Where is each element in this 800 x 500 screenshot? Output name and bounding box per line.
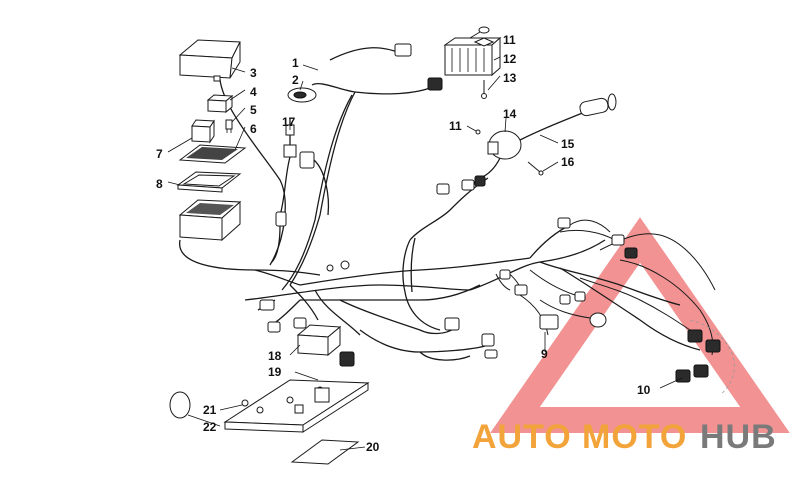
battery-pad: [290, 439, 360, 465]
voltage-regulator: [443, 36, 502, 77]
callout-10: 10: [637, 383, 651, 397]
watermark-text: AUTO MOTO HUB: [472, 418, 777, 456]
handlebar-switch: [479, 111, 586, 179]
leader-lines: [167, 31, 683, 451]
callout-11-top: 11: [503, 33, 516, 47]
relay-block: [206, 94, 234, 114]
callout-12: 12: [503, 52, 517, 66]
callout-grouping-arc: [689, 319, 735, 396]
main-wiring-harness: [179, 47, 716, 361]
callout-14: 14: [503, 107, 517, 121]
callout-2: 2: [292, 73, 299, 87]
callout-3: 3: [250, 66, 257, 80]
sub-harness-connectors: [499, 269, 607, 330]
callout-15: 15: [561, 137, 575, 151]
screw-switch-lower: [527, 161, 544, 176]
temperature-sensor: [271, 118, 297, 263]
screw-tray: [241, 399, 249, 407]
bolt-regulator: [481, 80, 487, 99]
hose-clamp: [169, 391, 191, 419]
watermark-logo: [490, 217, 790, 433]
light-connectors: [557, 217, 721, 383]
fuse-holder-frame: [176, 171, 242, 193]
nut-top: [473, 26, 495, 47]
callout-5: 5: [250, 103, 257, 117]
callout-17: 17: [282, 115, 296, 129]
screw-switch: [475, 129, 481, 135]
harness-connectors: [259, 260, 498, 359]
watermark-hub: HUB: [700, 418, 777, 456]
top-connector: [394, 43, 412, 57]
fuse-box-cover: [178, 39, 241, 82]
fuse-board: [178, 144, 247, 164]
connector-sensor-mate: [299, 151, 330, 216]
callout-11-switch: 11: [449, 119, 462, 133]
watermark-auto: AUTO: [472, 418, 572, 456]
regulator-connector: [427, 77, 443, 91]
switch-connectors: [436, 175, 486, 195]
callout-22: 22: [203, 420, 217, 434]
callout-4: 4: [250, 85, 257, 99]
grommet: [287, 87, 317, 103]
callout-20: 20: [366, 440, 380, 454]
callout-16: 16: [561, 155, 575, 169]
callout-1: 1: [292, 56, 299, 70]
callout-13: 13: [503, 71, 517, 85]
relay: [191, 119, 215, 144]
callout-9: 9: [541, 347, 548, 361]
callout-18: 18: [268, 349, 282, 363]
callout-21: 21: [203, 403, 217, 417]
callout-6: 6: [250, 122, 257, 136]
callout-labels: 1 2 3 4 5 6 7 8 9 10 11 11 12 13 14 15 1…: [156, 33, 651, 454]
battery-tray: [223, 379, 370, 433]
throttle-grip: [579, 93, 617, 117]
callout-8: 8: [156, 177, 163, 191]
fuse: [225, 119, 233, 133]
cdi-module: [296, 324, 355, 367]
watermark-moto: MOTO: [582, 418, 687, 456]
callout-19: 19: [268, 365, 282, 379]
fuse-block: [178, 199, 242, 242]
callout-7: 7: [156, 147, 163, 161]
